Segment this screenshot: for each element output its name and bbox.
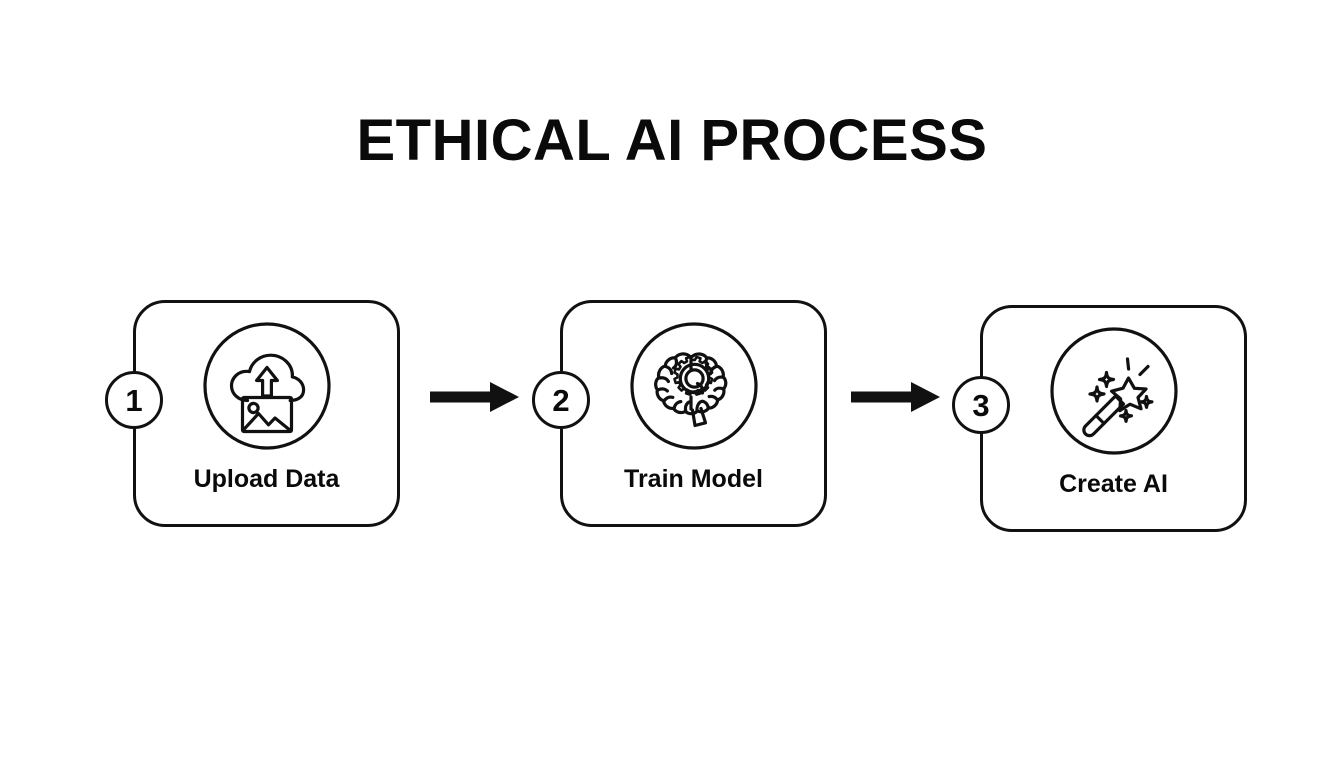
step-card-1[interactable]: 1 Upload Data: [105, 300, 400, 527]
step-number-badge-2: 2: [532, 371, 590, 429]
step-card-3[interactable]: 3: [952, 305, 1247, 532]
step-card-2[interactable]: 2: [532, 300, 827, 527]
arrow-right-icon-1: [430, 380, 520, 414]
magic-wand-sparkle-icon: [1049, 326, 1179, 456]
step-number-3: 3: [972, 387, 990, 423]
step-number-badge-1: 1: [105, 371, 163, 429]
step-number-1: 1: [125, 382, 143, 418]
step-number-2: 2: [552, 382, 570, 418]
page-title: ETHICAL AI PROCESS: [356, 108, 988, 173]
brain-gear-icon: [629, 321, 759, 451]
step-label-2: Train Model: [624, 465, 763, 493]
arrow-right-icon-2: [851, 380, 941, 414]
step-label-3: Create AI: [1059, 470, 1168, 498]
cloud-upload-image-icon: [202, 321, 332, 451]
step-number-badge-3: 3: [952, 376, 1010, 434]
step-label-1: Upload Data: [193, 465, 340, 493]
